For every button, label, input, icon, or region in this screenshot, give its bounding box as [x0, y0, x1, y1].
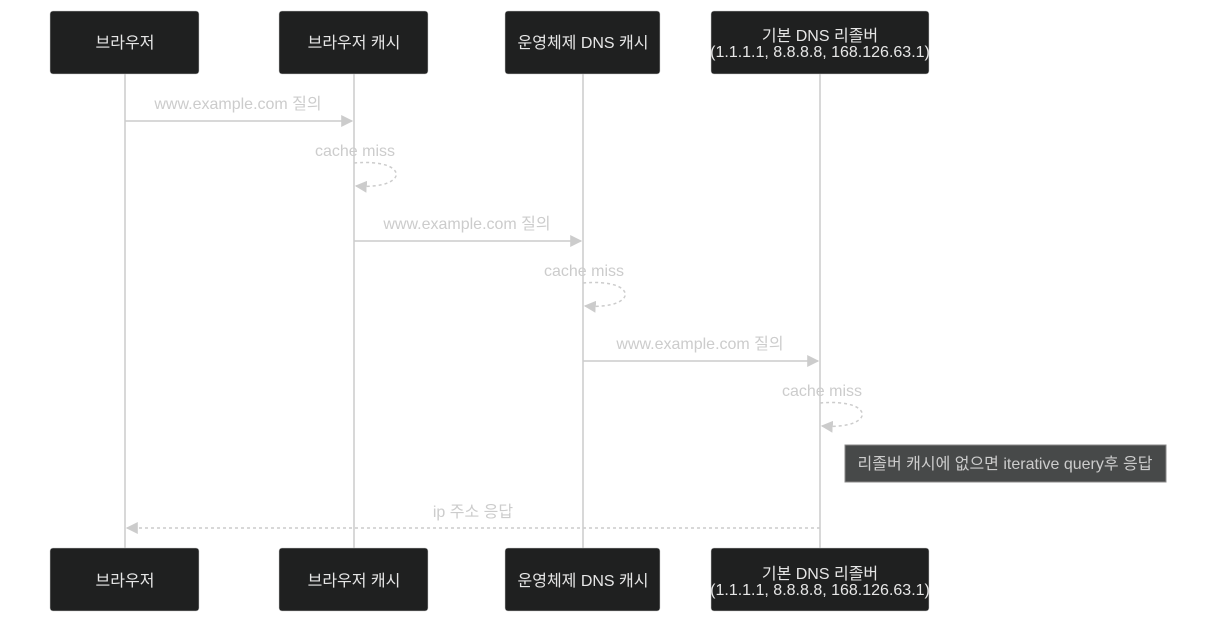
self-message-arrow: [582, 281, 626, 313]
self-message-arrow: [819, 401, 863, 433]
actor-dns-resolver-bottom: 기본 DNS 리졸버 (1.1.1.1, 8.8.8.8, 168.126.63…: [710, 547, 930, 612]
actor-label: 브라우저: [96, 34, 155, 52]
actor-label: 브라우저 캐시: [308, 572, 401, 590]
actor-dns-resolver-top: 기본 DNS 리졸버 (1.1.1.1, 8.8.8.8, 168.126.63…: [710, 10, 930, 75]
actor-browser-top: 브라우저: [49, 10, 200, 75]
actor-os-dns-cache-bottom: 운영체제 DNS 캐시: [504, 547, 661, 612]
actor-label: 운영체제 DNS 캐시: [518, 572, 649, 590]
message-label: www.example.com 질의: [382, 215, 550, 233]
note-text: 리졸버 캐시에 없으면 iterative query후 응답: [858, 455, 1153, 473]
actor-browser-cache-top: 브라우저 캐시: [278, 10, 429, 75]
actor-label: 운영체제 DNS 캐시: [518, 34, 649, 52]
actor-os-dns-cache-top: 운영체제 DNS 캐시: [504, 10, 661, 75]
self-message-arrow: [353, 161, 397, 193]
message-label: ip 주소 응답: [433, 503, 514, 521]
message-label: www.example.com 질의: [615, 335, 783, 353]
message-label: www.example.com 질의: [153, 95, 321, 113]
actor-sublabel: (1.1.1.1, 8.8.8.8, 168.126.63.1): [710, 44, 930, 61]
actor-label: 기본 DNS 리졸버: [762, 565, 878, 583]
note: 리졸버 캐시에 없으면 iterative query후 응답: [844, 444, 1167, 483]
actor-sublabel: (1.1.1.1, 8.8.8.8, 168.126.63.1): [710, 582, 930, 599]
message-label: cache miss: [782, 383, 862, 400]
actor-browser-bottom: 브라우저: [49, 547, 200, 612]
message-label: cache miss: [315, 143, 395, 160]
actor-label: 브라우저: [96, 572, 155, 590]
actor-browser-cache-bottom: 브라우저 캐시: [278, 547, 429, 612]
message-label: cache miss: [544, 263, 624, 280]
actor-label: 브라우저 캐시: [308, 34, 401, 52]
actor-label: 기본 DNS 리졸버: [762, 27, 878, 45]
